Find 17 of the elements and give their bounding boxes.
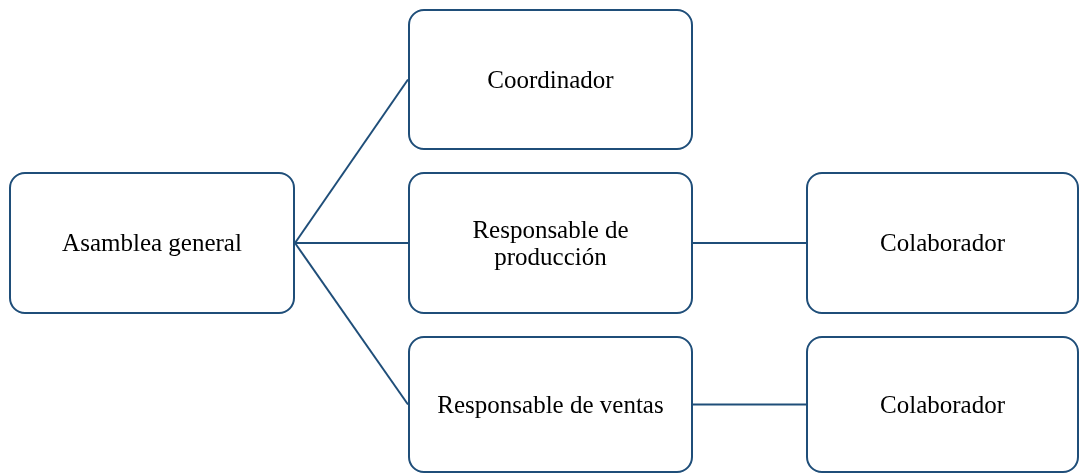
- org-box: [408, 9, 693, 150]
- connector-line: [294, 242, 409, 244]
- box-label: Colaborador: [880, 390, 1005, 419]
- connector-line: [294, 242, 409, 406]
- box-label: Colaborador: [880, 229, 1005, 257]
- box-label: Asamblea general: [62, 229, 242, 257]
- box-label: Responsable de producción: [471, 215, 630, 271]
- connector-line: [294, 78, 409, 244]
- box-label: Coordinador: [487, 65, 614, 94]
- org-box: [9, 172, 295, 314]
- org-box: [408, 336, 693, 473]
- connector-line: [692, 242, 807, 244]
- connector-line: [692, 403, 807, 406]
- org-box: [806, 336, 1079, 473]
- org-box: [408, 172, 693, 314]
- box-label: Responsable de ventas: [437, 390, 664, 419]
- org-box: [806, 172, 1079, 314]
